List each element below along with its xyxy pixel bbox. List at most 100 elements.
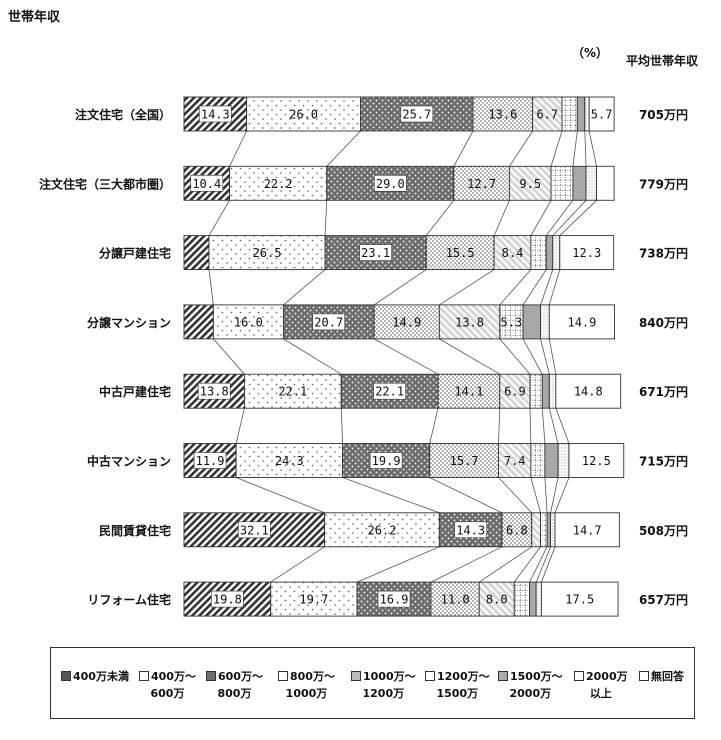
bar-segment: [235, 443, 344, 478]
bar-segment: [513, 581, 531, 617]
connector-line: [326, 130, 361, 167]
data-label: 10.4: [192, 177, 221, 191]
connector-line: [229, 130, 247, 167]
bar-segment: [585, 165, 598, 201]
legend-item: 1500万～2000万: [498, 668, 563, 702]
bar-segment: [183, 235, 210, 271]
legend-swatch-icon: [639, 671, 649, 681]
bar-segment: [557, 443, 570, 478]
data-label: 19.8: [213, 593, 242, 607]
category-label: 中古戸建住宅: [99, 384, 171, 399]
connector-line: [498, 477, 533, 514]
legend-label: 400万未満: [73, 670, 129, 683]
data-label: 9.5: [519, 177, 541, 191]
connector-line: [550, 477, 559, 513]
legend-swatch-icon: [425, 671, 435, 681]
bar-segment: [508, 165, 552, 201]
bar-segment: [596, 165, 615, 201]
legend-swatch-icon: [206, 671, 216, 681]
legend-label: 1500万～: [510, 670, 563, 683]
connector-line: [572, 130, 578, 167]
connector-line: [235, 408, 245, 444]
bar-segment: [498, 443, 532, 478]
connector-line: [541, 408, 546, 444]
connector-line: [439, 269, 495, 306]
bar-segment: [530, 235, 547, 271]
connector-line: [550, 130, 563, 167]
data-label: 20.7: [314, 315, 343, 329]
data-label: 14.9: [567, 315, 596, 329]
data-label-background: [193, 452, 227, 469]
connector-line: [541, 546, 556, 583]
legend-swatch-icon: [351, 671, 361, 681]
data-label: 8.4: [502, 246, 524, 260]
data-label: 19.7: [299, 593, 328, 607]
bar-segment: [540, 581, 619, 617]
connector-line: [513, 546, 541, 583]
bar-segment: [548, 304, 616, 340]
connector-line: [373, 269, 427, 306]
connector-line: [493, 200, 510, 236]
data-label-background: [312, 313, 346, 331]
data-label: 8.0: [486, 593, 508, 607]
bar-segment: [437, 373, 501, 409]
bar-segment: [568, 443, 625, 478]
connector-line: [208, 269, 214, 305]
data-label: 14.3: [456, 523, 485, 537]
data-label: 22.2: [264, 177, 293, 191]
connector-line: [324, 200, 328, 236]
legend-swatch-icon: [498, 671, 508, 681]
bar-segment: [373, 304, 440, 340]
connector-line: [213, 338, 245, 375]
connector-line: [544, 477, 548, 513]
data-label: 14.3: [201, 108, 230, 122]
bar-segment: [499, 373, 531, 409]
connector-line: [453, 130, 474, 167]
legend-swatch-icon: [278, 671, 288, 681]
data-label: 25.7: [402, 108, 431, 122]
bar-segment: [546, 512, 552, 548]
data-label: 11.9: [196, 454, 225, 468]
legend-swatch-icon: [61, 671, 71, 681]
legend-label: 2000万: [586, 670, 628, 683]
data-label: 6.8: [506, 523, 528, 537]
data-label: 22.1: [278, 385, 307, 399]
legend-label-line2: 1200万: [362, 687, 405, 700]
bar-segment: [472, 96, 534, 132]
legend-item: 無回答: [639, 668, 684, 685]
connector-line: [535, 546, 551, 583]
data-label: 14.8: [574, 385, 603, 399]
bar-segment: [559, 235, 615, 271]
legend-item: 400万未満: [61, 668, 129, 685]
legend-label-line2: 1000万: [285, 687, 328, 700]
connector-line: [208, 200, 230, 236]
average-income-value: 779万円: [639, 177, 688, 191]
bar-segment: [183, 304, 214, 340]
bar-segment: [530, 443, 546, 478]
data-label-background: [190, 175, 224, 192]
data-label-background: [237, 521, 271, 539]
data-label: 15.7: [450, 454, 479, 468]
connector-line: [522, 338, 543, 375]
bar-segment: [246, 96, 361, 132]
connector-line: [548, 269, 561, 306]
bar-segment: [588, 96, 615, 132]
bar-segment: [535, 581, 542, 617]
bar-segment: [430, 581, 480, 617]
connector-line: [554, 477, 570, 513]
connector-line: [530, 200, 552, 236]
connector-line: [283, 338, 342, 375]
bar-segment: [532, 96, 563, 132]
connector-line: [478, 546, 532, 583]
bar-segment: [550, 165, 574, 201]
bar-segment: [453, 165, 510, 201]
data-label: 26.5: [253, 246, 282, 260]
connector-line: [439, 338, 500, 375]
data-label: 29.0: [376, 177, 405, 191]
legend-label-line2: 以上: [589, 687, 612, 700]
data-label: 6.9: [504, 385, 526, 399]
average-income-value: 840万円: [639, 316, 688, 330]
data-label: 17.5: [565, 593, 594, 607]
data-label: 14.1: [454, 385, 483, 399]
chart-title: 世帯年収: [8, 10, 61, 25]
